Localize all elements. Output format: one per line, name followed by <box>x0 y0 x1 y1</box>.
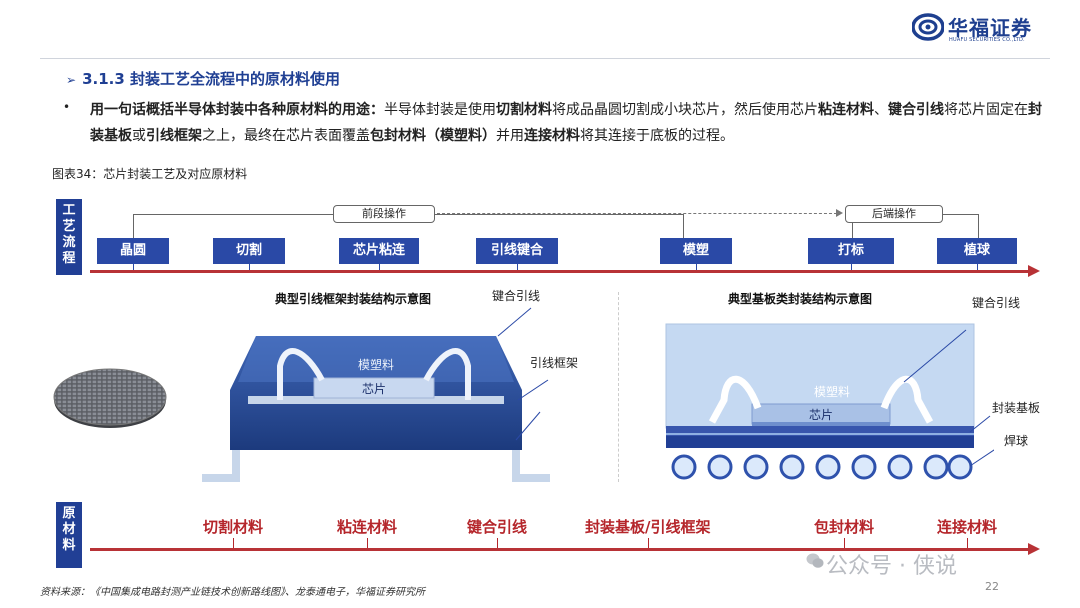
back-phase-tag: 后端操作 <box>845 205 943 223</box>
company-logo: 华福证券 HUAFU SECURITIES CO.,LTD. <box>912 10 1047 48</box>
bullet-icon: • <box>63 100 71 114</box>
summary-part: 、 <box>874 102 888 118</box>
material-connection: 连接材料 <box>937 518 998 548</box>
material-die-attach: 粘连材料 <box>337 518 398 548</box>
summary-part: 封装基板 <box>90 102 1042 144</box>
watermark: 公众号 · 侠说 <box>826 554 957 579</box>
solder-ball-callout: 焊球 <box>1004 434 1029 448</box>
wafer-image <box>53 368 167 428</box>
substrate-package-diagram: 模塑料 芯片 <box>665 323 994 480</box>
summary-part: 包封材料（模塑料） <box>370 128 496 144</box>
summary-part: 将成品晶圆切割成小块芯片，然后使用芯片 <box>552 102 818 118</box>
process-side-label: 工艺流程 <box>56 199 82 275</box>
summary-part: 用一句话概括半导体封装中各种原材料的用途： <box>90 102 384 118</box>
materials-side-char: 料 <box>62 538 76 553</box>
process-side-char: 程 <box>62 251 76 266</box>
summary-part: 之上，最终在芯片表面覆盖 <box>202 128 370 144</box>
process-axis-arrow <box>90 265 1040 277</box>
section-title: ➢ 3.1.3 封装工艺全流程中的原材料使用 <box>66 68 340 89</box>
summary-part: 并用 <box>496 128 524 144</box>
material-dicing: 切割材料 <box>203 518 264 548</box>
summary-part: 键合引线 <box>888 102 944 118</box>
materials-side-label: 原材料 <box>56 502 82 568</box>
source-note: 资料来源：《中国集成电路封测产业链技术创新路线图》、龙泰通电子，华福证券研究所 <box>40 587 425 598</box>
section-title-text: 3.1.3 封装工艺全流程中的原材料使用 <box>82 70 340 88</box>
step-wire-bonding: 引线键合 <box>476 238 558 272</box>
material-substrate-leadframe: 封装基板/引线框架 <box>585 518 711 548</box>
leadframe-diagram-title: 典型引线框架封装结构示意图 <box>275 292 432 306</box>
front-phase-tag: 前段操作 <box>333 205 435 223</box>
material-encapsulation: 包封材料 <box>814 518 875 548</box>
substrate-chip-label: 芯片 <box>809 408 833 422</box>
substrate-mold-label: 模塑料 <box>814 384 850 399</box>
summary-part: 将芯片固定在 <box>944 102 1028 118</box>
substrate-diagram-title: 典型基板类封装结构示意图 <box>728 292 873 306</box>
logo-mark-icon <box>912 13 944 41</box>
summary-part: 将其连接于底板的过程。 <box>580 128 734 144</box>
materials-side-char: 材 <box>62 522 76 537</box>
materials-axis-arrow <box>90 543 1040 555</box>
process-side-char: 艺 <box>62 219 76 234</box>
step-dicing: 切割 <box>213 238 285 272</box>
leadframe-bond-wire-callout: 键合引线 <box>492 289 541 303</box>
figure-caption: 图表34：芯片封装工艺及对应原材料 <box>52 167 248 181</box>
phase-dashed-arrow <box>437 209 843 217</box>
page-number: 22 <box>985 580 999 593</box>
step-molding: 模塑 <box>660 238 732 272</box>
summary-part: 或 <box>132 128 146 144</box>
summary-part: 引线框架 <box>146 128 202 144</box>
summary-part: 切割材料 <box>496 102 552 118</box>
leadframe-package-diagram: 模塑料 芯片 <box>202 307 550 482</box>
leadframe-chip-label: 芯片 <box>362 382 386 396</box>
step-ball-mount: 植球 <box>937 238 1017 272</box>
process-side-char: 工 <box>62 203 76 218</box>
section-arrow-icon: ➢ <box>66 73 77 87</box>
logo-name-cn: 华福证券 <box>948 16 1032 40</box>
substrate-bond-wire-callout: 键合引线 <box>972 296 1021 310</box>
materials-side-char: 原 <box>62 506 76 521</box>
summary-paragraph: 用一句话概括半导体封装中各种原材料的用途：半导体封装是使用切割材料将成品晶圆切割… <box>90 97 1050 149</box>
summary-part: 连接材料 <box>524 128 580 144</box>
logo-name-en: HUAFU SECURITIES CO.,LTD. <box>949 37 1025 43</box>
leadframe-mold-label: 模塑料 <box>358 357 394 372</box>
summary-part: 半导体封装是使用 <box>384 102 496 118</box>
process-side-char: 流 <box>62 235 76 250</box>
wechat-icon <box>806 553 824 568</box>
material-bond-wire: 键合引线 <box>467 518 528 548</box>
diagram-divider <box>618 292 619 482</box>
step-die-attach: 芯片粘连 <box>339 238 419 272</box>
header-divider <box>40 58 1050 59</box>
step-wafer: 晶圆 <box>97 238 169 272</box>
substrate-callout: 封装基板 <box>992 401 1041 415</box>
step-marking: 打标 <box>808 238 894 272</box>
lead-frame-callout: 引线框架 <box>530 356 579 370</box>
summary-part: 粘连材料 <box>818 102 874 118</box>
